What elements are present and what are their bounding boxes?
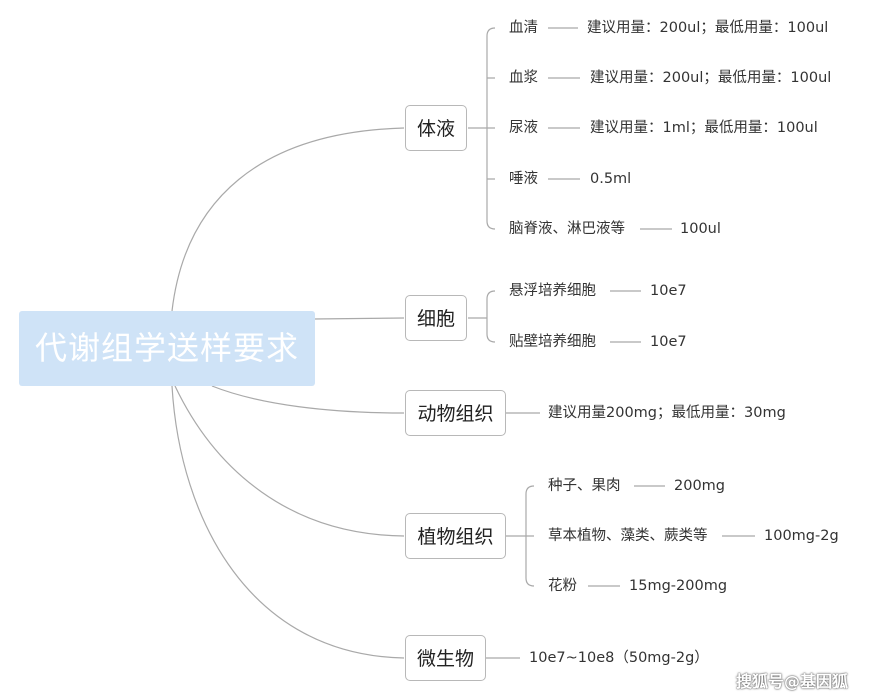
leaf-adherent-cell-value: 10e7 — [650, 334, 687, 350]
branch-animal-tissue: 动物组织 — [405, 390, 506, 436]
connector-root-cell — [312, 317, 405, 320]
leaf-plasma-value: 建议用量：200ul；最低用量：100ul — [590, 70, 832, 86]
leaf-suspension-cell: 悬浮培养细胞 — [509, 283, 596, 299]
branch-plant-tissue: 植物组织 — [405, 513, 506, 559]
leaf-herb-algae-fern: 草本植物、藻类、蕨类等 — [548, 528, 708, 544]
leaf-saliva: 唾液 — [509, 171, 538, 187]
leaf-plasma: 血浆 — [509, 70, 538, 86]
connector-bodyfluid-dashes — [548, 27, 672, 230]
branch-cell: 细胞 — [405, 295, 467, 341]
leaf-adherent-cell: 贴壁培养细胞 — [509, 334, 596, 350]
connector-plant-bracket — [506, 485, 535, 587]
leaf-urine-value: 建议用量：1ml；最低用量：100ul — [590, 120, 818, 136]
leaf-urine: 尿液 — [509, 120, 538, 136]
connector-bodyfluid-bracket — [468, 27, 496, 230]
leaf-seed-pulp: 种子、果肉 — [548, 478, 621, 494]
leaf-animal-tissue-amount: 建议用量200mg；最低用量：30mg — [548, 405, 786, 421]
branch-microbe: 微生物 — [405, 635, 486, 681]
leaf-herb-algae-fern-value: 100mg-2g — [764, 528, 839, 544]
leaf-pollen: 花粉 — [548, 578, 577, 594]
leaf-serum: 血清 — [509, 20, 538, 36]
connector-root-plant — [174, 385, 405, 537]
connector-cell-bracket — [468, 290, 496, 343]
root-topic: 代谢组学送样要求 — [19, 311, 315, 386]
connector-root-microbe — [171, 385, 405, 659]
connector-root-bodyfluid — [171, 127, 405, 312]
watermark: 搜狐号@基因狐 — [736, 672, 849, 691]
connector-plant-dashes — [588, 485, 755, 587]
connector-cell-dashes — [610, 290, 641, 343]
leaf-pollen-value: 15mg-200mg — [629, 578, 728, 594]
leaf-seed-pulp-value: 200mg — [674, 478, 726, 494]
branch-bodyfluid: 体液 — [405, 105, 467, 151]
connector-root-animal — [211, 385, 405, 414]
leaf-csf-lymph: 脑脊液、淋巴液等 — [509, 221, 625, 237]
leaf-suspension-cell-value: 10e7 — [650, 283, 687, 299]
leaf-microbe-amount: 10e7~10e8（50mg-2g） — [529, 650, 709, 666]
leaf-csf-lymph-value: 100ul — [680, 221, 721, 237]
leaf-serum-value: 建议用量：200ul；最低用量：100ul — [587, 20, 829, 36]
leaf-saliva-value: 0.5ml — [590, 171, 632, 187]
